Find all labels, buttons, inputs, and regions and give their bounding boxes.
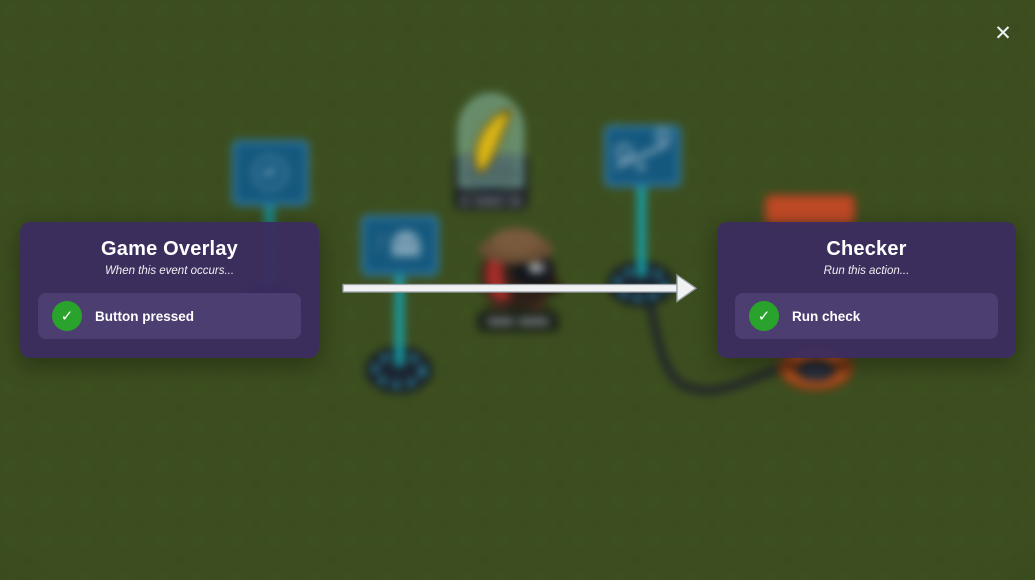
connection-arrow	[342, 273, 698, 303]
source-selected-event-row[interactable]: ✓ Button pressed	[38, 293, 301, 339]
check-icon: ✓	[749, 301, 779, 331]
source-event-label: Button pressed	[95, 308, 195, 324]
item-capsule-banana	[454, 93, 528, 210]
ghost-icon	[377, 231, 420, 258]
target-device-panel: Checker Run this action... ✓ Run check	[717, 222, 1016, 358]
target-prompt: Run this action...	[823, 265, 910, 277]
source-device-panel: Game Overlay When this event occurs... ✓…	[20, 222, 319, 358]
banana-icon	[474, 108, 513, 174]
source-prompt: When this event occurs...	[104, 265, 235, 277]
close-button[interactable]: ✕	[987, 17, 1019, 49]
player-name-tag	[477, 311, 559, 332]
device-wire	[644, 288, 794, 395]
close-icon: ✕	[994, 21, 1012, 45]
check-icon: ✓	[52, 301, 82, 331]
sign-device-ghost	[361, 215, 439, 394]
badge-icon	[252, 155, 288, 191]
target-action-label: Run check	[792, 308, 861, 324]
check-glyph: ✓	[60, 308, 74, 325]
seesaw-icon	[615, 128, 671, 170]
target-device-title: Checker	[826, 238, 907, 260]
arrow-head-icon	[676, 273, 698, 303]
orange-prop	[764, 194, 856, 226]
target-selected-action-row[interactable]: ✓ Run check	[735, 293, 998, 339]
source-device-title: Game Overlay	[101, 238, 238, 260]
check-glyph: ✓	[757, 308, 771, 325]
